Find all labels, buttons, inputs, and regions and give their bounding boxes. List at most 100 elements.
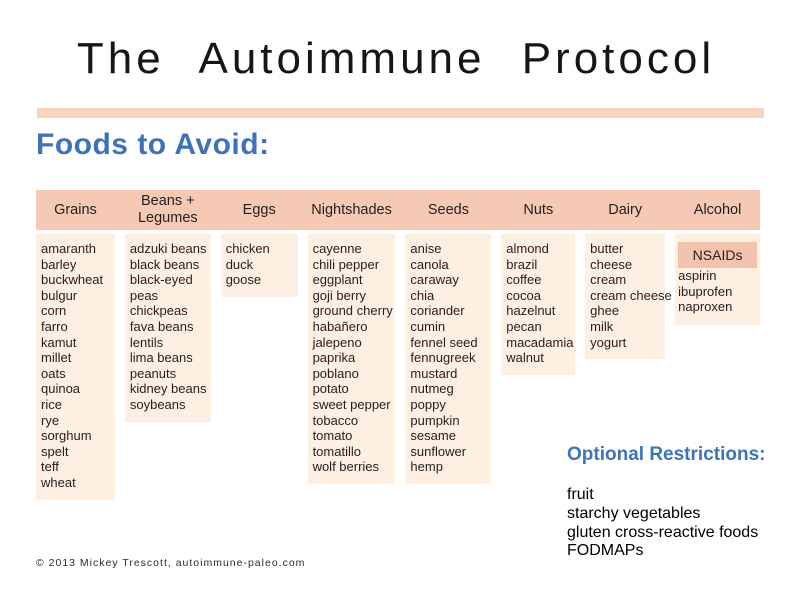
section-title: Foods to Avoid: [36, 128, 270, 161]
food-item: amaranth [41, 241, 96, 256]
food-item: walnut [506, 350, 544, 366]
food-item: chicken [225, 241, 270, 256]
food-item: nutmeg [410, 381, 454, 397]
food-item: lima beans [129, 350, 193, 366]
food-item: sweet pepper [312, 396, 391, 412]
food-item: mustard [410, 365, 458, 381]
food-item: hazelnut [506, 303, 556, 319]
food-item: coffee [506, 272, 542, 288]
food-item: hemp [410, 459, 443, 475]
food-item: sesame [410, 428, 456, 444]
food-item: chickpeas [129, 303, 188, 319]
food-item: rice [41, 396, 62, 412]
food-item: lentils [129, 334, 164, 350]
optional-restriction-item: gluten cross-reactive foods [567, 523, 759, 541]
food-item: goose [225, 272, 262, 288]
food-item: chia [410, 287, 435, 303]
food-item: millet [41, 350, 72, 366]
food-item: corn [41, 303, 67, 319]
food-item: fennugreek [410, 350, 476, 366]
optional-restriction-item: fruit [567, 486, 594, 503]
food-item: canola [410, 256, 449, 272]
food-item: chili pepper [312, 256, 380, 272]
food-item: jalepeno [312, 334, 362, 350]
food-item: bulgur [41, 287, 78, 303]
food-item: black beans [129, 256, 200, 272]
food-item: eggplant [312, 272, 363, 288]
column-header-seeds: Seeds [427, 201, 469, 218]
food-item: barley [41, 256, 77, 272]
copyright: © 2013 Mickey Trescott, autoimmune-paleo… [36, 557, 306, 569]
food-item: rye [41, 412, 60, 428]
food-item: black-eyed peas [129, 272, 193, 303]
food-item: coriander [410, 303, 465, 319]
title-divider [37, 108, 764, 118]
food-item: caraway [410, 272, 459, 288]
food-item: cocoa [506, 287, 541, 303]
food-item: cream cheese [590, 287, 672, 303]
food-item: sunflower [410, 443, 467, 459]
column-header-nightshades: Nightshades [311, 201, 392, 218]
food-item: tomatillo [312, 443, 361, 459]
food-item: paprika [312, 350, 356, 366]
food-item: ibuprofen [678, 283, 733, 299]
food-item: butter [590, 241, 624, 256]
food-item: fava beans [129, 318, 194, 334]
optional-restrictions-title: Optional Restrictions: [567, 444, 766, 465]
food-item: wolf berries [312, 459, 380, 475]
food-item: fennel seed [410, 334, 478, 350]
food-item: habañero [312, 318, 368, 334]
food-item: tobacco [312, 412, 359, 428]
food-item: pecan [506, 318, 542, 334]
column-header-beans-legumes: Beans + Legumes [137, 193, 198, 226]
subgroup-header-nsaids: NSAIDs [678, 242, 757, 268]
column-header-eggs: Eggs [242, 201, 276, 218]
column-header-nuts: Nuts [523, 201, 554, 218]
food-item: naproxen [678, 299, 733, 315]
optional-restriction-item: FODMAPs [567, 542, 644, 560]
food-item: teff [41, 459, 59, 475]
food-item: sorghum [41, 428, 92, 444]
food-item: adzuki beans [129, 241, 207, 256]
food-item: aspirin [678, 268, 717, 283]
food-item: wheat [41, 474, 76, 490]
food-item: tomato [312, 428, 353, 444]
food-item: buckwheat [41, 272, 104, 288]
food-item: kamut [41, 334, 77, 350]
column-header-dairy: Dairy [608, 201, 643, 218]
food-item: oats [41, 365, 66, 381]
food-item: ghee [590, 303, 620, 319]
food-item: pumpkin [410, 412, 460, 428]
food-item: spelt [41, 443, 69, 459]
food-item: milk [590, 318, 614, 334]
column-header-alcohol: Alcohol [693, 201, 742, 218]
food-item: cayenne [312, 241, 362, 256]
food-item: poppy [410, 396, 446, 412]
food-item: peanuts [129, 365, 177, 381]
food-item: macadamia [506, 334, 574, 350]
food-item: ground cherry [312, 303, 393, 319]
food-item: anise [410, 241, 442, 256]
